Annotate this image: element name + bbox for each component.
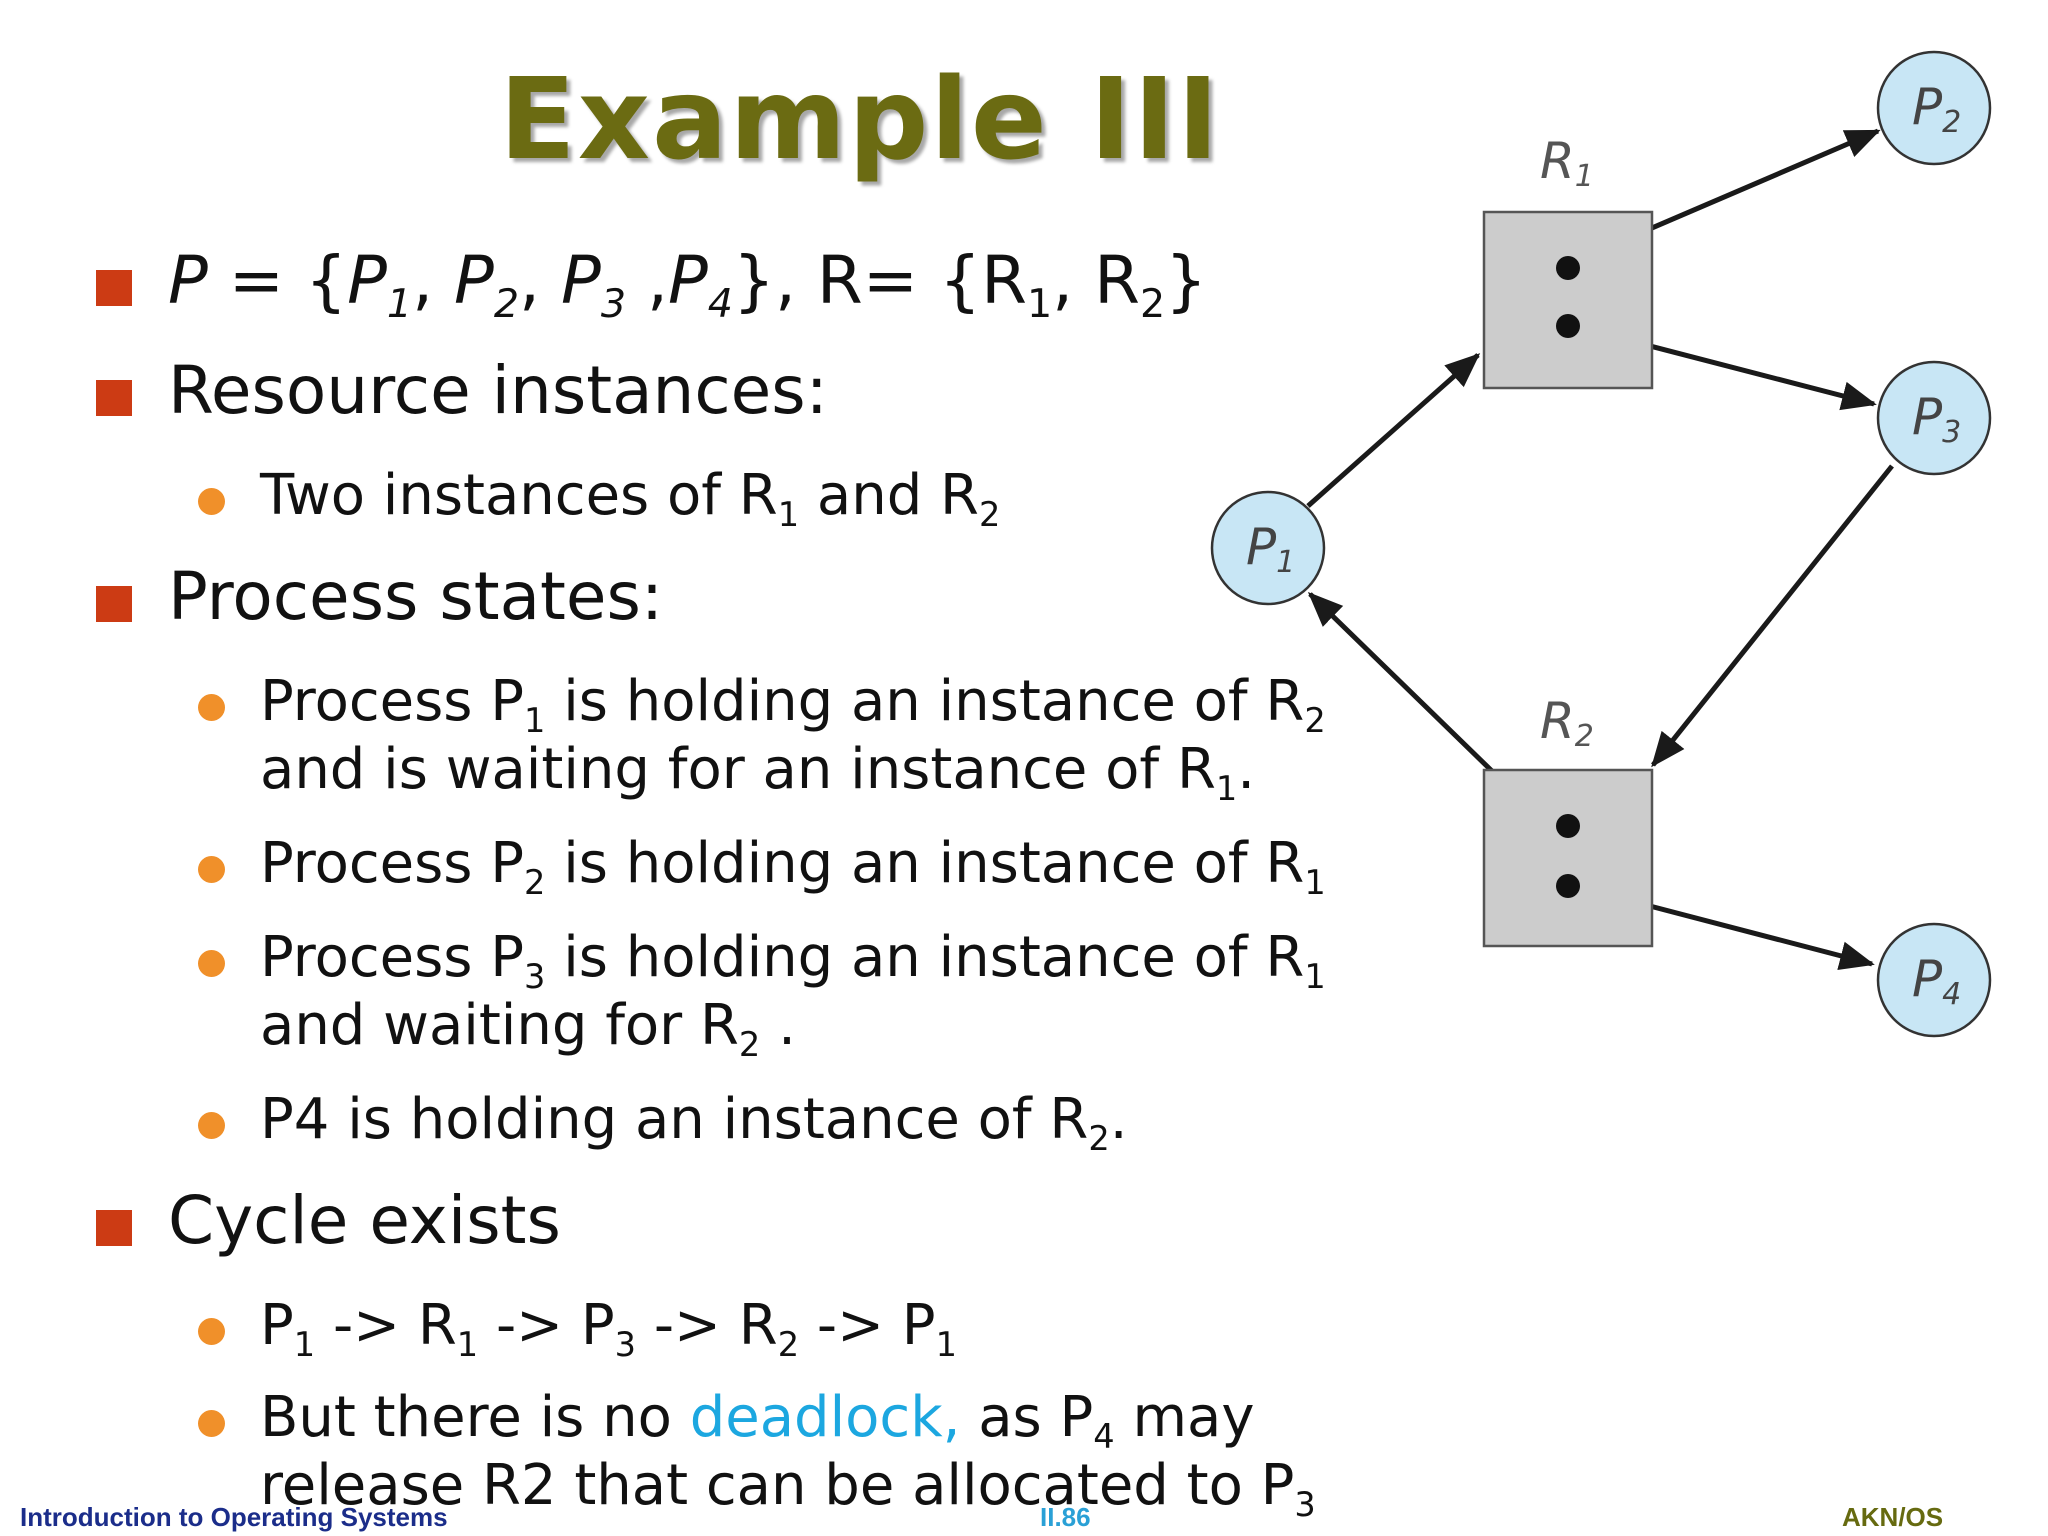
footer-page-number: II.86 — [1040, 1502, 1091, 1532]
instance-dot — [1556, 314, 1580, 338]
process-p1-label: P — [1246, 518, 1277, 576]
resource-r2: R2 — [1482, 692, 1654, 948]
edge-p3-to-r2 — [1651, 464, 1894, 768]
square-bullet-icon — [96, 1210, 132, 1246]
dot-bullet-icon — [198, 856, 225, 883]
process-p2-sub: 2 — [1942, 105, 1961, 140]
process-p2: P2 — [1876, 50, 1992, 166]
resource-r1-sub: 1 — [1575, 159, 1594, 194]
process-p3-label: P — [1912, 388, 1943, 446]
instance-dot — [1556, 814, 1580, 838]
sets-text: P = {P1, P2, P3 ,P4}, R= {R1, R2} — [168, 242, 1208, 327]
instance-dot — [1556, 874, 1580, 898]
process-p3-sub: 3 — [1942, 415, 1961, 450]
dot-bullet-icon — [198, 1318, 225, 1345]
instance-dot — [1556, 256, 1580, 280]
edge-p1-to-r1 — [1306, 353, 1481, 508]
footer-author: AKN/OS — [1842, 1502, 1944, 1532]
footer-course-title: Introduction to Operating Systems — [20, 1502, 448, 1532]
slide-title: Example III — [499, 55, 1221, 185]
svg-text:P4: P4 — [1912, 950, 1961, 1012]
process-p2-label: P — [1912, 78, 1943, 136]
dot-bullet-icon — [198, 1112, 225, 1139]
slide-content: P = {P1, P2, P3 ,P4}, R= {R1, R2} Resour… — [96, 242, 1326, 1524]
resource-r1: R1 — [1482, 132, 1654, 390]
two-instances-text: Two instances of R1 and R2 — [260, 463, 1001, 534]
dot-bullet-icon — [198, 694, 225, 721]
dot-bullet-icon — [198, 950, 225, 977]
resource-instances-text: Resource instances: — [168, 352, 828, 429]
process-p3: P3 — [1876, 360, 1992, 476]
process-p1: P1 — [1210, 490, 1326, 606]
svg-text:P3: P3 — [1912, 388, 1961, 450]
cycle-exists-text: Cycle exists — [168, 1182, 561, 1259]
square-bullet-icon — [96, 270, 132, 306]
process-states-text: Process states: — [168, 558, 664, 635]
resource-r2-label: R — [1540, 692, 1575, 750]
process-p4-sub: 4 — [1942, 977, 1961, 1012]
process-p4-label: P — [1912, 950, 1943, 1008]
resource-r1-label: R — [1540, 132, 1575, 190]
p2-state-text: Process P2 is holding an instance of R1 — [260, 831, 1326, 902]
svg-text:P1: P1 — [1246, 518, 1295, 580]
svg-text:R1: R1 — [1540, 132, 1594, 194]
cycle-path-text: P1 -> R1 -> P3 -> R2 -> P1 — [260, 1293, 957, 1364]
process-p4: P4 — [1876, 922, 1992, 1038]
resource-r2-sub: 2 — [1575, 719, 1594, 754]
dot-bullet-icon — [198, 1410, 225, 1437]
svg-text:R2: R2 — [1540, 692, 1594, 754]
svg-text:P2: P2 — [1912, 78, 1961, 140]
process-p1-sub: 1 — [1276, 545, 1295, 580]
square-bullet-icon — [96, 380, 132, 416]
deadlock-term: deadlock, — [689, 1385, 961, 1450]
dot-bullet-icon — [198, 488, 225, 515]
p4-state-text: P4 is holding an instance of R2. — [260, 1087, 1128, 1158]
square-bullet-icon — [96, 586, 132, 622]
